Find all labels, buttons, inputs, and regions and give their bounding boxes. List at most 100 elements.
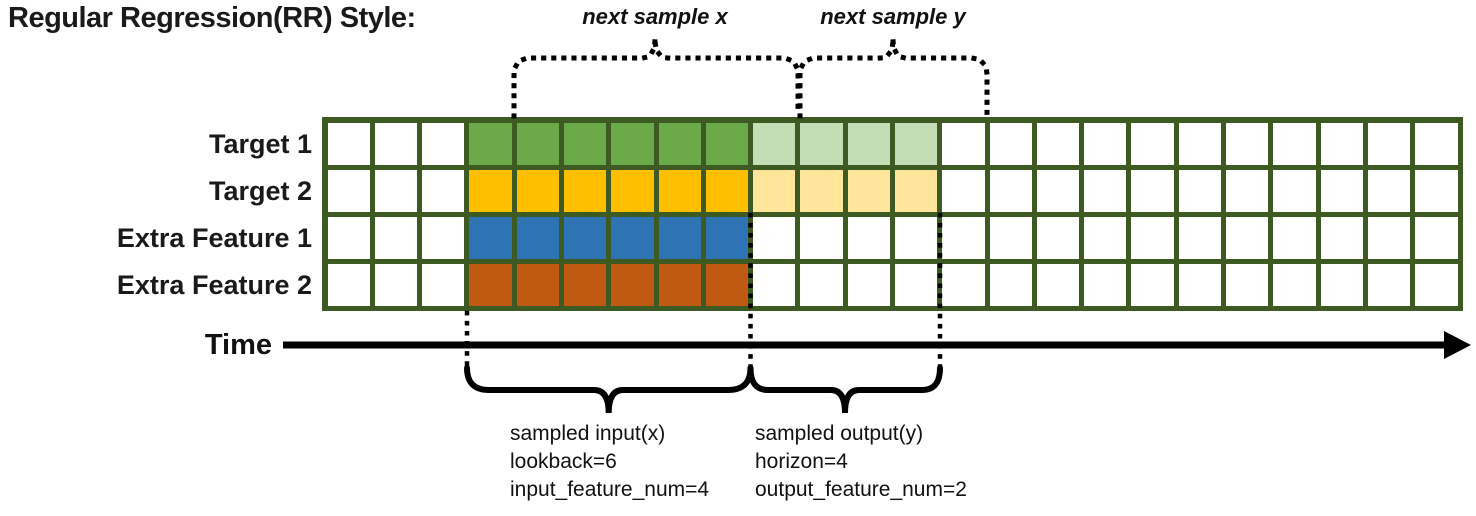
cell-r1-c2 — [374, 122, 418, 165]
time-axis-label: Time — [204, 329, 272, 361]
cell-r3-c3 — [422, 216, 465, 259]
cell-r2-c10 — [753, 169, 796, 212]
cell-r2-c22 — [1320, 169, 1363, 212]
cell-r4-c20 — [1226, 263, 1269, 306]
cell-r2-c19 — [1178, 169, 1222, 212]
cell-r1-c22 — [1320, 122, 1363, 165]
cell-r4-c8 — [658, 263, 701, 306]
cell-r2-c23 — [1367, 169, 1411, 212]
horizon-value: horizon=4 — [755, 450, 848, 473]
cell-r2-c21 — [1273, 169, 1316, 212]
cell-r3-c4 — [469, 216, 512, 259]
cell-r3-c9 — [705, 216, 749, 259]
cell-r1-c4 — [469, 122, 512, 165]
next-sample-y-brace — [797, 37, 990, 119]
cell-r2-c12 — [847, 169, 890, 212]
cell-r4-c11 — [800, 263, 843, 306]
sampled-input-brace — [464, 365, 754, 414]
cell-r4-c9 — [705, 263, 749, 306]
cell-r1-c3 — [422, 122, 465, 165]
cell-r2-c16 — [1036, 169, 1080, 212]
cell-r1-c8 — [658, 122, 701, 165]
cell-r1-c10 — [753, 122, 796, 165]
cell-r4-c13 — [895, 263, 938, 306]
cell-r2-c11 — [800, 169, 843, 212]
cell-r3-c15 — [989, 216, 1032, 259]
cell-r3-c10 — [753, 216, 796, 259]
cell-r4-c7 — [611, 263, 654, 306]
output-feature-num: output_feature_num=2 — [755, 478, 967, 501]
cell-r1-c17 — [1084, 122, 1127, 165]
cell-r2-c6 — [563, 169, 607, 212]
cell-r1-c24 — [1415, 122, 1458, 165]
cell-r1-c16 — [1036, 122, 1080, 165]
cell-r2-c24 — [1415, 169, 1458, 212]
cell-r4-c5 — [516, 263, 559, 306]
cell-r4-c12 — [847, 263, 890, 306]
sampled-output-title: sampled output(y) — [755, 422, 924, 445]
cell-r4-c6 — [563, 263, 607, 306]
cell-r4-c3 — [422, 263, 465, 306]
row-label-extra-feature-2: Extra Feature 2 — [116, 270, 312, 300]
cell-r4-c10 — [753, 263, 796, 306]
cell-r1-c23 — [1367, 122, 1411, 165]
cell-r4-c22 — [1320, 263, 1363, 306]
cell-r3-c1 — [327, 216, 370, 259]
cell-r1-c20 — [1226, 122, 1269, 165]
cell-r3-c6 — [563, 216, 607, 259]
cell-r2-c1 — [327, 169, 370, 212]
cell-r1-c19 — [1178, 122, 1222, 165]
cell-r3-c12 — [847, 216, 890, 259]
row-label-target-1: Target 1 — [208, 129, 312, 159]
row-label-target-2: Target 2 — [208, 176, 312, 206]
sample-grid — [322, 117, 1463, 311]
sampled-input-title: sampled input(x) — [510, 422, 666, 445]
cell-r3-c5 — [516, 216, 559, 259]
cell-r2-c7 — [611, 169, 654, 212]
cell-r3-c22 — [1320, 216, 1363, 259]
cell-r2-c17 — [1084, 169, 1127, 212]
input-feature-num: input_feature_num=4 — [510, 478, 710, 501]
cell-r4-c18 — [1131, 263, 1174, 306]
cell-r4-c1 — [327, 263, 370, 306]
cell-r4-c23 — [1367, 263, 1411, 306]
cell-r1-c11 — [800, 122, 843, 165]
cell-r1-c6 — [563, 122, 607, 165]
cell-r2-c9 — [705, 169, 749, 212]
cell-r3-c19 — [1178, 216, 1222, 259]
cell-r1-c9 — [705, 122, 749, 165]
lookback-value: lookback=6 — [510, 450, 617, 473]
cell-r2-c4 — [469, 169, 512, 212]
cell-r3-c24 — [1415, 216, 1458, 259]
cell-r3-c13 — [895, 216, 938, 259]
cell-r2-c18 — [1131, 169, 1174, 212]
row-label-extra-feature-1: Extra Feature 1 — [116, 223, 312, 253]
cell-r1-c15 — [989, 122, 1032, 165]
cell-r1-c21 — [1273, 122, 1316, 165]
cell-r3-c2 — [374, 216, 418, 259]
cell-r4-c19 — [1178, 263, 1222, 306]
cell-r4-c24 — [1415, 263, 1458, 306]
next-sample-x-brace — [511, 37, 801, 119]
cell-r3-c18 — [1131, 216, 1174, 259]
cell-r2-c15 — [989, 169, 1032, 212]
cell-r2-c5 — [516, 169, 559, 212]
cell-r2-c3 — [422, 169, 465, 212]
sampled-output-annotation: sampled output(y) horizon=4 output_featu… — [755, 420, 967, 504]
cell-r2-c14 — [942, 169, 985, 212]
time-axis-arrowhead — [1444, 331, 1471, 359]
page-title: Regular Regression(RR) Style: — [8, 2, 416, 34]
cell-r4-c15 — [989, 263, 1032, 306]
cell-r4-c14 — [942, 263, 985, 306]
cell-r3-c14 — [942, 216, 985, 259]
cell-r3-c17 — [1084, 216, 1127, 259]
sampled-input-annotation: sampled input(x) lookback=6 input_featur… — [510, 420, 709, 504]
cell-r4-c2 — [374, 263, 418, 306]
cell-r3-c20 — [1226, 216, 1269, 259]
cell-r1-c5 — [516, 122, 559, 165]
cell-r2-c20 — [1226, 169, 1269, 212]
cell-r2-c8 — [658, 169, 701, 212]
cell-r3-c21 — [1273, 216, 1316, 259]
cell-r3-c16 — [1036, 216, 1080, 259]
